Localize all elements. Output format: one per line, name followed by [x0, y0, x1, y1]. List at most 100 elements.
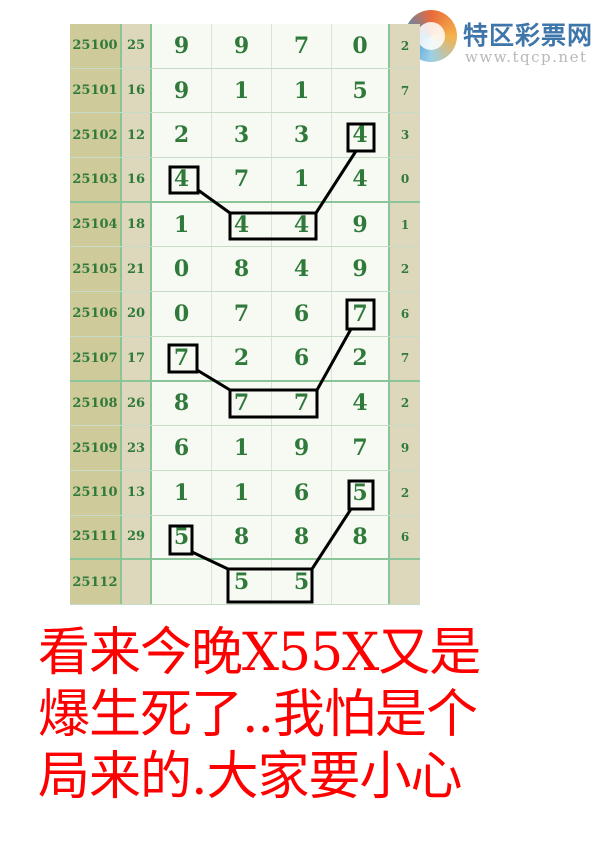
- digit-cell: [332, 560, 390, 604]
- digit-cell: 1: [212, 68, 272, 113]
- digit-cell: 6: [272, 336, 332, 380]
- extra-cell: 3: [390, 113, 420, 158]
- sum-cell: 21: [122, 247, 152, 292]
- period-cell: 25103: [70, 158, 122, 201]
- digit-cell: 7: [332, 292, 390, 336]
- digit-cell: 1: [212, 426, 272, 470]
- logo-title: 特区彩票网: [463, 21, 594, 50]
- digit-cell: 5: [152, 515, 212, 559]
- digit-cell: [152, 560, 212, 604]
- digit-cell: 9: [272, 426, 332, 470]
- period-cell: 25101: [70, 68, 122, 113]
- period-cell: 25100: [70, 24, 122, 68]
- digit-cell: 2: [152, 113, 212, 158]
- digit-cell: 6: [272, 292, 332, 336]
- digit-cell: 4: [212, 202, 272, 247]
- digit-cell: 6: [152, 426, 212, 470]
- sum-cell: 20: [122, 292, 152, 336]
- digit-cell: 7: [272, 24, 332, 68]
- digit-cell: 8: [272, 515, 332, 559]
- caption-line: 局来的.大家要小心: [38, 747, 463, 807]
- digit-cell: 8: [212, 247, 272, 292]
- period-cell: 25112: [70, 560, 122, 604]
- sum-cell: 12: [122, 113, 152, 158]
- sum-cell: 17: [122, 336, 152, 380]
- extra-cell: 2: [390, 470, 420, 515]
- digit-cell: 7: [332, 426, 390, 470]
- digit-cell: 9: [152, 24, 212, 68]
- digit-cell: 0: [332, 24, 390, 68]
- period-cell: 25107: [70, 336, 122, 380]
- extra-cell: 2: [390, 24, 420, 68]
- digit-cell: 1: [152, 202, 212, 247]
- sum-cell: 23: [122, 426, 152, 470]
- extra-cell: 7: [390, 68, 420, 113]
- digit-cell: 1: [272, 158, 332, 201]
- digit-cell: 4: [332, 381, 390, 426]
- sum-cell: 25: [122, 24, 152, 68]
- extra-cell: 6: [390, 515, 420, 559]
- digit-cell: 2: [212, 336, 272, 380]
- sum-cell: 16: [122, 68, 152, 113]
- period-cell: 25109: [70, 426, 122, 470]
- digit-cell: 8: [152, 381, 212, 426]
- digit-cell: 4: [272, 247, 332, 292]
- digit-cell: 7: [212, 292, 272, 336]
- sum-cell: 29: [122, 515, 152, 559]
- digit-cell: 6: [272, 470, 332, 515]
- digit-cell: 0: [152, 292, 212, 336]
- period-cell: 25108: [70, 381, 122, 426]
- digit-cell: 2: [332, 336, 390, 380]
- digit-cell: 1: [212, 470, 272, 515]
- digit-cell: 3: [212, 113, 272, 158]
- digit-cell: 8: [212, 515, 272, 559]
- sum-cell: 16: [122, 158, 152, 201]
- digit-cell: 9: [332, 202, 390, 247]
- extra-cell: 2: [390, 247, 420, 292]
- digit-cell: 8: [332, 515, 390, 559]
- extra-cell: 9: [390, 426, 420, 470]
- digit-cell: 7: [212, 158, 272, 201]
- sum-cell: 26: [122, 381, 152, 426]
- digit-cell: 1: [152, 470, 212, 515]
- sum-cell: 18: [122, 202, 152, 247]
- digit-cell: 7: [212, 381, 272, 426]
- warning-caption: 看来今晚X55X又是 爆生死了..我怕是个 局来的.大家要小心: [38, 622, 598, 808]
- site-logo: 特区彩票网 www.tqcp.net: [405, 10, 605, 70]
- digit-cell: 9: [212, 24, 272, 68]
- digit-cell: 5: [332, 68, 390, 113]
- extra-cell: 6: [390, 292, 420, 336]
- period-cell: 25102: [70, 113, 122, 158]
- digit-cell: 4: [152, 158, 212, 201]
- digit-cell: 9: [152, 68, 212, 113]
- digit-cell: 5: [212, 560, 272, 604]
- caption-line: 爆生死了..我怕是个: [38, 685, 478, 745]
- digit-cell: 7: [272, 381, 332, 426]
- digit-cell: 7: [152, 336, 212, 380]
- sum-cell: 13: [122, 470, 152, 515]
- digit-cell: 4: [332, 113, 390, 158]
- digit-cell: 3: [272, 113, 332, 158]
- sum-cell: [122, 560, 152, 604]
- logo-url: www.tqcp.net: [465, 48, 588, 66]
- period-cell: 25105: [70, 247, 122, 292]
- digit-cell: 4: [332, 158, 390, 201]
- digit-cell: 1: [272, 68, 332, 113]
- period-cell: 25110: [70, 470, 122, 515]
- extra-cell: 1: [390, 202, 420, 247]
- extra-cell: 0: [390, 158, 420, 201]
- caption-line: 看来今晚X55X又是: [38, 623, 481, 683]
